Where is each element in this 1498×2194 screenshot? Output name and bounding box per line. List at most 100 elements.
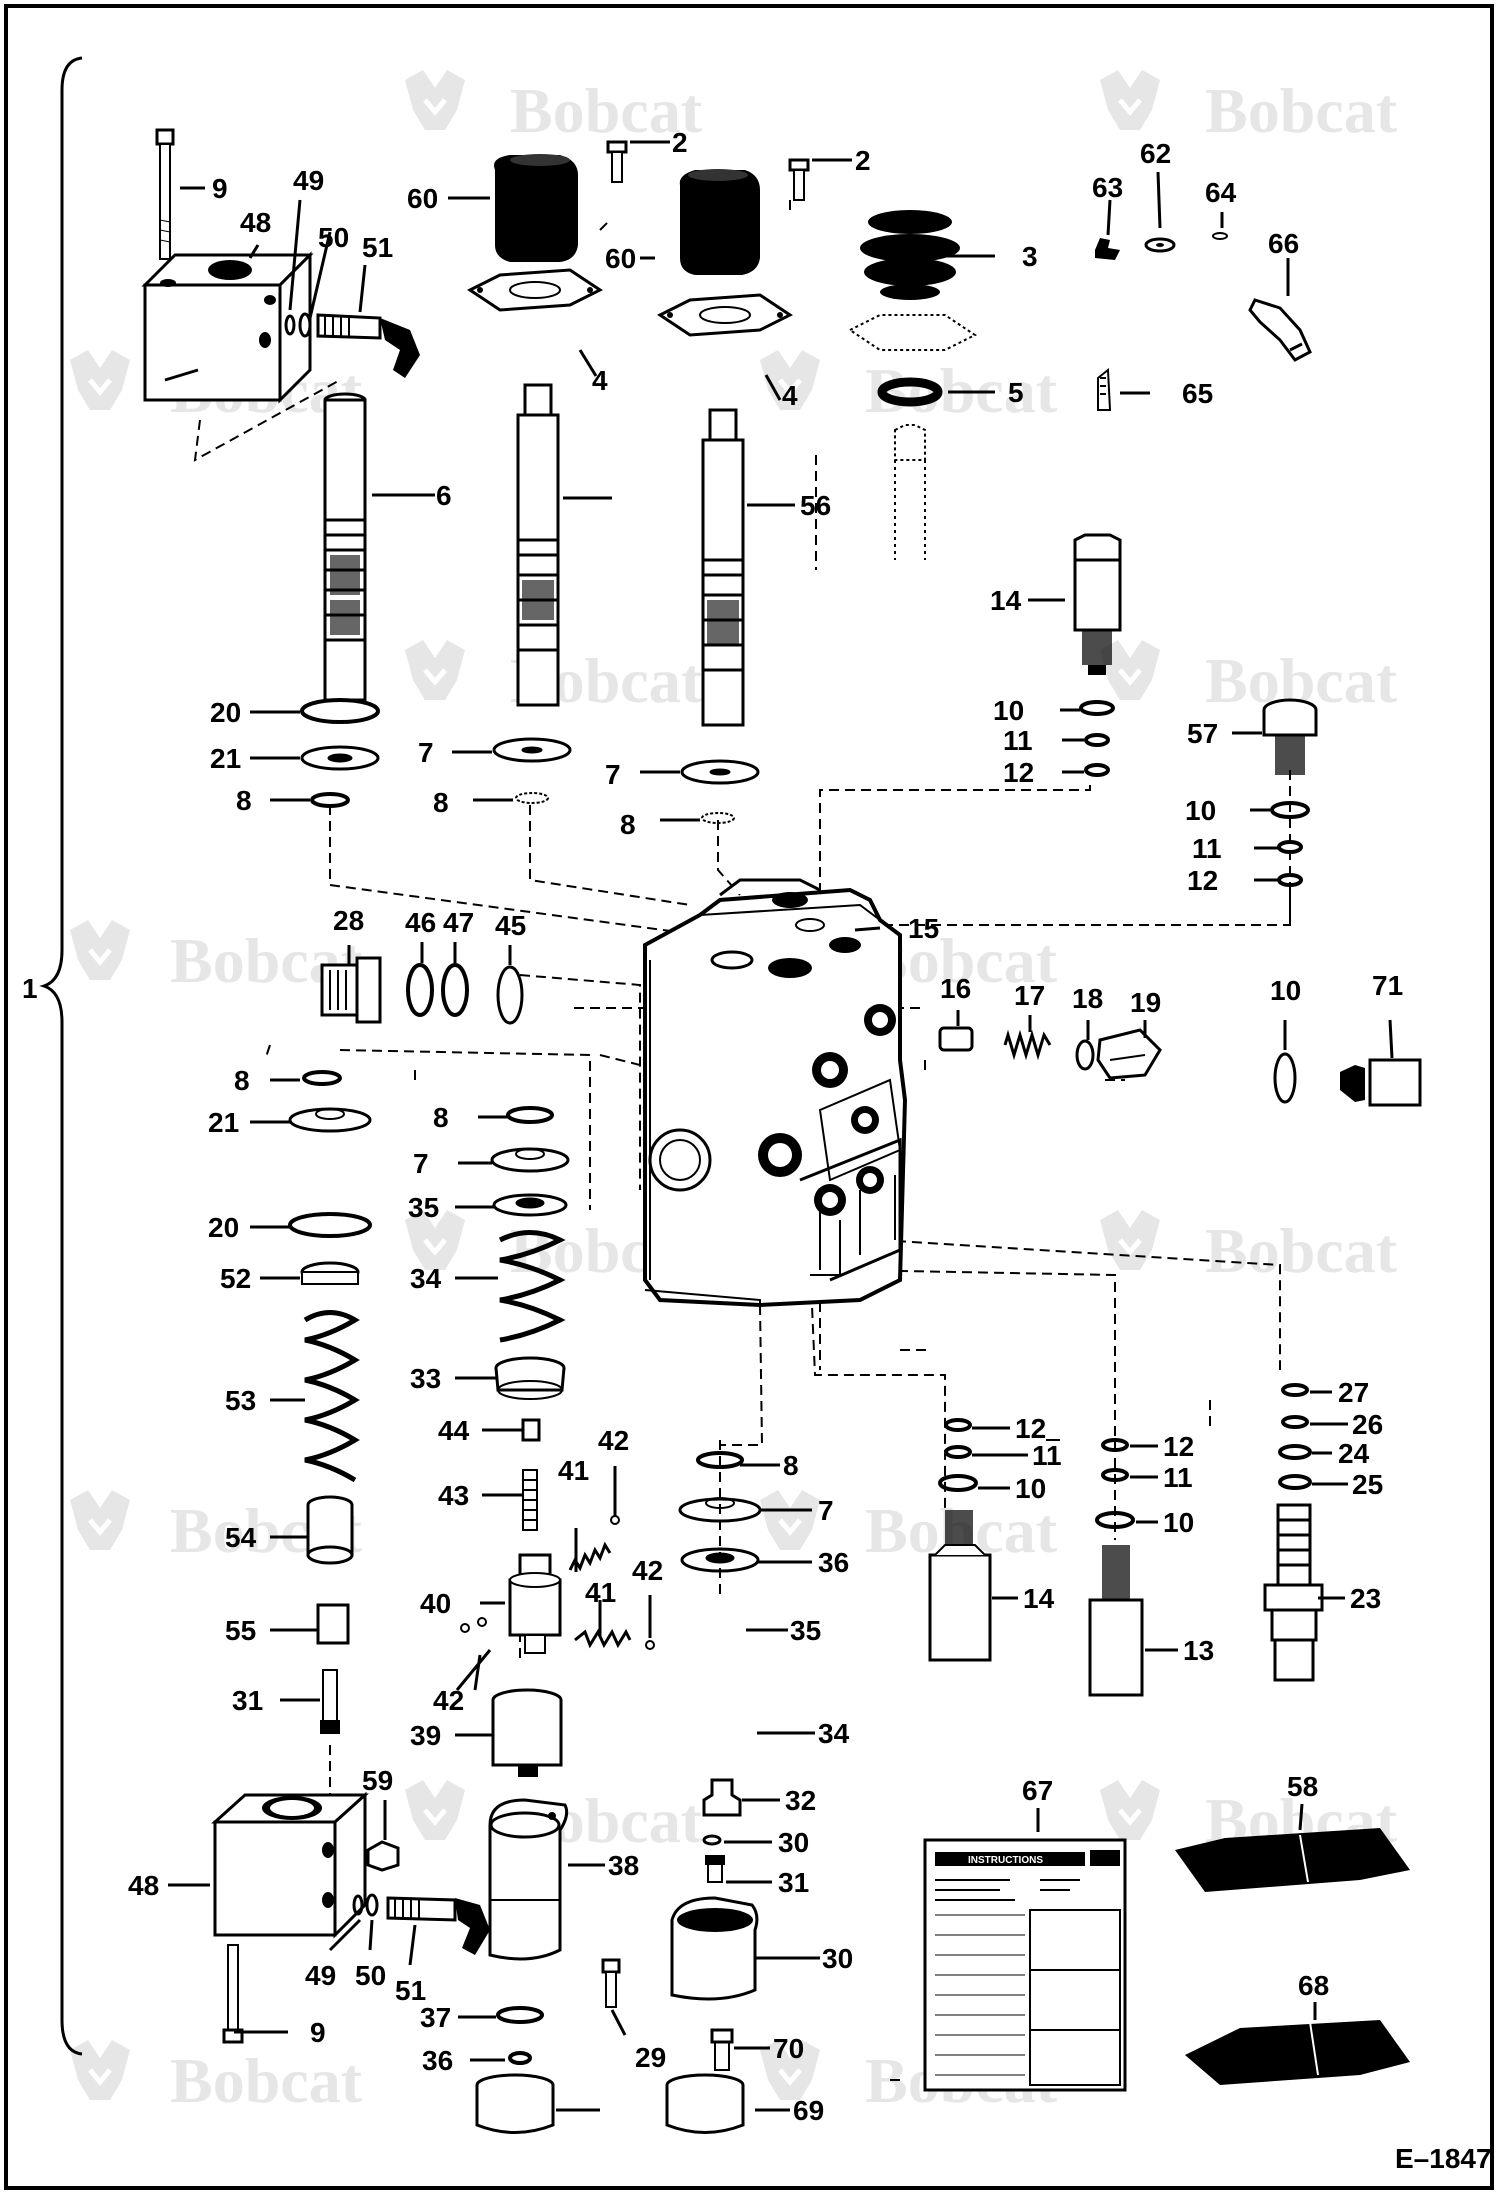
relief-valve-upper — [1073, 533, 1122, 675]
callout-58: 58 — [1287, 1771, 1318, 1802]
callout-34a: 34 — [410, 1263, 442, 1294]
callout-40: 40 — [420, 1588, 451, 1619]
callout-35b: 36 — [818, 1547, 849, 1578]
callout-57: 57 — [1187, 718, 1218, 749]
callout-38: 38 — [608, 1850, 639, 1881]
spring-stack-left — [300, 1261, 360, 1734]
callout-7a: 7 — [418, 737, 434, 768]
callout-8b: 8 — [433, 787, 449, 818]
detent-assembly-40 — [460, 1515, 655, 1654]
callout-8f: 8 — [783, 1450, 799, 1481]
callout-18: 18 — [1072, 983, 1103, 1014]
callout-10a: 10 — [993, 695, 1024, 726]
outer-frame — [4, 4, 1494, 2190]
relief-valve-lower-14 — [928, 1510, 992, 1662]
callout-50a: 50 — [318, 222, 349, 253]
callout-63: 64 — [1205, 177, 1237, 208]
callout-10e: 10 — [1163, 1507, 1194, 1538]
cartridge-22 — [1263, 1503, 1324, 1682]
spring-stack-center — [494, 1230, 566, 1531]
o-rings — [288, 698, 1312, 2065]
callout-27: 28 — [333, 905, 364, 936]
callout-11a: 11 — [1003, 725, 1033, 756]
callout-11d: 11 — [1163, 1462, 1193, 1493]
end-block-lower — [211, 1791, 490, 2044]
screw-2b — [788, 158, 810, 201]
callout-16: 16 — [940, 973, 971, 1004]
callout-62: 63 — [1092, 172, 1123, 203]
callout-56: 56 — [800, 490, 831, 521]
callout-39: 39 — [410, 1720, 441, 1751]
callout-42c: 42 — [433, 1685, 464, 1716]
callout-22: 23 — [1350, 1583, 1381, 1614]
callout-leaders — [164, 140, 1394, 2112]
callout-19: 19 — [1130, 987, 1161, 1018]
callout-21a: 21 — [210, 743, 241, 774]
rubber-boot-left — [494, 154, 578, 262]
callout-7b: 7 — [605, 759, 621, 790]
cover-plate-left — [467, 268, 603, 312]
cover-plate-right — [657, 293, 793, 337]
screw-2a — [606, 140, 628, 183]
valve-body — [643, 878, 908, 1308]
callout-11c: 11 — [1032, 1440, 1062, 1471]
callout-20b: 20 — [208, 1212, 239, 1243]
callout-42a: 42 — [598, 1425, 629, 1456]
spool-72 — [516, 383, 560, 707]
callout-59: 59 — [362, 1765, 393, 1796]
callout-30: 30 — [822, 1943, 853, 1974]
callout-6: 6 — [436, 480, 452, 511]
long-bolt-upper — [155, 128, 175, 260]
callout-70: 71 — [1372, 970, 1403, 1001]
callout-4a: 4 — [592, 365, 608, 396]
bonnet-39-38 — [488, 1688, 569, 1961]
spool-6 — [323, 392, 367, 702]
callout-44: 44 — [438, 1415, 470, 1446]
watermark-text: Bobcat — [1205, 75, 1398, 146]
callout-8d: 8 — [234, 1065, 250, 1096]
callout-11b: 11 — [1192, 833, 1222, 864]
callout-53: 53 — [225, 1385, 256, 1416]
callout-3: 3 — [1022, 241, 1038, 272]
callout-12a: 12 — [1003, 757, 1034, 788]
callout-46: 46 — [405, 907, 436, 938]
callout-37: 37 — [420, 2002, 451, 2033]
callout-41b: 41 — [585, 1577, 616, 1608]
callout-14b: 14 — [1023, 1583, 1055, 1614]
callout-9b: 9 — [310, 2017, 326, 2048]
callout-49b: 49 — [305, 1960, 336, 1991]
callout-52: 52 — [220, 1263, 251, 1294]
callout-60a: 60 — [407, 183, 438, 214]
callout-21b: 21 — [208, 1107, 239, 1138]
callout-26: 27 — [1338, 1377, 1369, 1408]
callout-61: 62 — [1140, 138, 1171, 169]
callout-10c: 10 — [1270, 975, 1301, 1006]
bonnet-30-stack — [670, 1778, 759, 2071]
callout-31b: 31 — [778, 1867, 809, 1898]
callout-24: 25 — [1352, 1469, 1383, 1500]
callout-51b: 51 — [395, 1975, 426, 2006]
callout-14a: 14 — [990, 585, 1022, 616]
fitting-70 — [1340, 1058, 1422, 1107]
callout-8e: 8 — [433, 1102, 449, 1133]
callout-20a: 20 — [210, 697, 241, 728]
callout-47: 47 — [443, 907, 474, 938]
cap-71 — [475, 2073, 555, 2134]
callout-17: 17 — [1014, 980, 1045, 1011]
callout-34b: 35 — [790, 1615, 821, 1646]
callout-5: 5 — [1008, 377, 1024, 408]
spool-56 — [701, 408, 745, 727]
callout-4b: 4 — [782, 380, 798, 411]
callout-labels: 9 49 48 50 51 60 2 60 2 4 4 3 5 6 56 63 … — [22, 127, 1403, 2126]
callout-8a: 8 — [236, 785, 252, 816]
callout-65: 66 — [1268, 228, 1299, 259]
plug-57 — [1262, 698, 1318, 775]
callout-9a: 9 — [212, 173, 228, 204]
callout-28: 29 — [635, 2042, 666, 2073]
callout-2b: 2 — [855, 145, 871, 176]
callout-55: 55 — [225, 1615, 256, 1646]
instruction-header: INSTRUCTIONS — [968, 1855, 1043, 1866]
figure-id: E–1847 — [1395, 2143, 1492, 2174]
